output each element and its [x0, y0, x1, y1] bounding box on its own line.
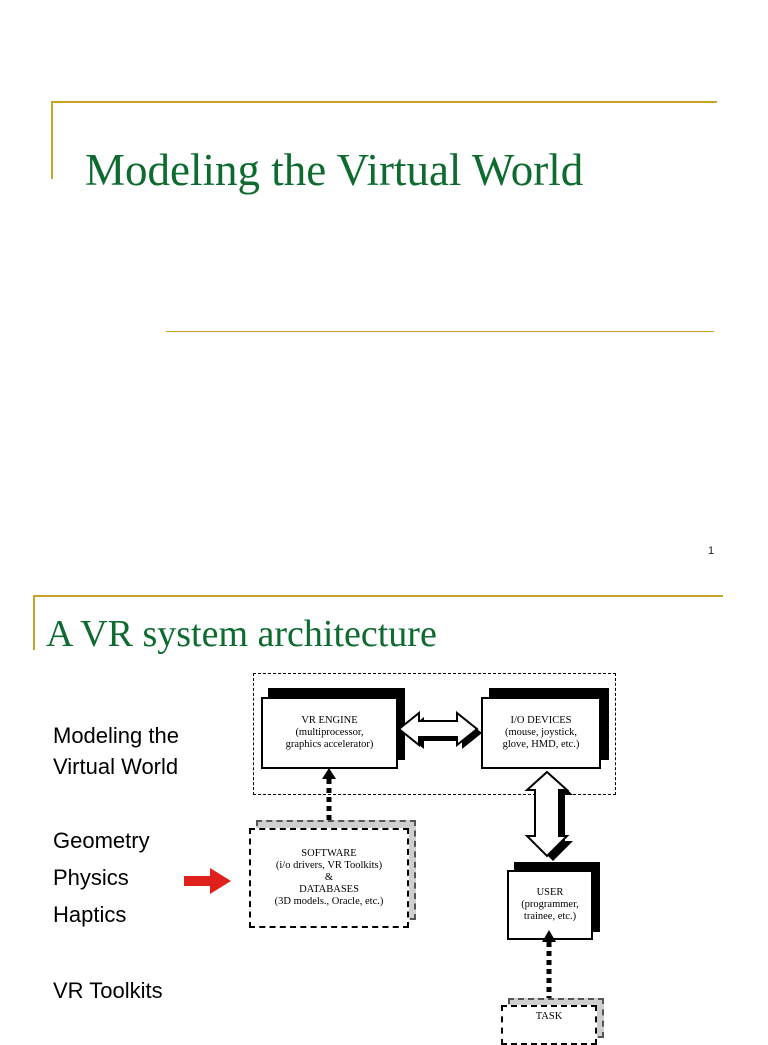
vr-engine-title: VR ENGINE	[301, 715, 358, 726]
io-devices-title: I/O DEVICES	[510, 715, 572, 726]
slide-title: Modeling the Virtual World	[85, 145, 584, 195]
task-title: TASK	[535, 1011, 563, 1022]
pointer-arrow-icon	[184, 868, 231, 894]
vr-engine-detail-1: (multiprocessor,	[295, 727, 364, 738]
double-arrow-horizontal-icon	[397, 710, 482, 749]
task-box: TASK	[501, 1005, 597, 1045]
engine-io-group	[253, 673, 616, 795]
double-arrow-vertical-icon	[524, 770, 573, 861]
user-detail-1: (programmer,	[521, 899, 579, 910]
title-accent-line-horizontal	[33, 595, 723, 597]
software-box: SOFTWARE (i/o drivers, VR Toolkits) & DA…	[249, 828, 409, 928]
sidebar-item-toolkits: VR Toolkits	[53, 978, 163, 1003]
subtitle-divider-line	[166, 331, 714, 332]
slide-title: A VR system architecture	[46, 613, 437, 655]
title-accent-line-horizontal	[51, 101, 717, 103]
page-number: 1	[708, 545, 715, 557]
io-devices-box: I/O DEVICES (mouse, joystick, glove, HMD…	[481, 697, 601, 769]
title-accent-line-vertical	[51, 101, 53, 179]
sidebar-item-geometry: Geometry	[53, 828, 150, 853]
software-ampersand: &	[324, 872, 334, 883]
io-devices-detail-1: (mouse, joystick,	[504, 727, 578, 738]
title-accent-line-vertical	[33, 595, 35, 650]
user-detail-2: trainee, etc.)	[523, 911, 577, 922]
user-title: USER	[536, 887, 564, 898]
sidebar-topic: Modeling the Virtual World	[53, 720, 179, 782]
sidebar-item-list: Geometry Physics Haptics	[53, 822, 150, 933]
topic-line-2: Virtual World	[53, 754, 179, 779]
databases-title: DATABASES	[299, 884, 359, 895]
user-box: USER (programmer, trainee, etc.)	[507, 870, 593, 940]
sidebar-item-physics: Physics	[53, 865, 129, 890]
databases-detail: (3D models., Oracle, etc.)	[274, 896, 384, 907]
topic-line-1: Modeling the	[53, 723, 179, 748]
dashed-arrow-user-task-icon	[542, 930, 556, 1000]
sidebar-item-haptics: Haptics	[53, 902, 127, 927]
software-title: SOFTWARE	[301, 848, 357, 859]
software-detail-1: (i/o drivers, VR Toolkits)	[275, 860, 383, 871]
vr-engine-detail-2: graphics accelerator)	[285, 739, 374, 750]
vr-engine-box: VR ENGINE (multiprocessor, graphics acce…	[261, 697, 398, 769]
io-devices-detail-2: glove, HMD, etc.)	[502, 739, 580, 750]
